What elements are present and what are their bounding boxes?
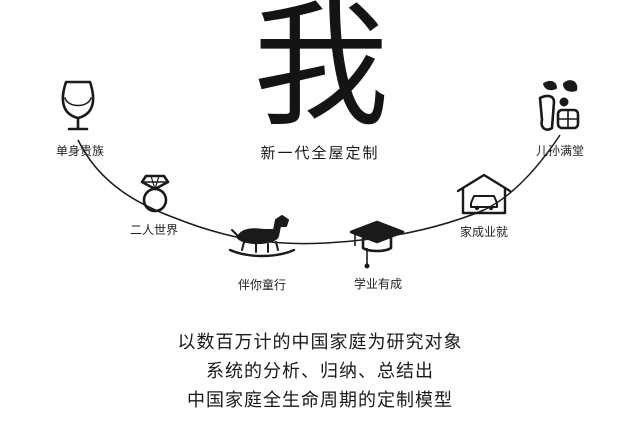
wine-glass-icon [61, 80, 95, 131]
stage-label-grandchildren: 儿孙满堂 [535, 144, 585, 158]
house-car-icon [456, 173, 512, 215]
stage-label-single: 单身贵族 [55, 144, 105, 158]
logo-character: 我 [253, 0, 389, 146]
stage-label-education: 学业有成 [353, 277, 403, 291]
subtitle: 新一代全屋定制 [260, 144, 380, 162]
description-line-1: 以数百万计的中国家庭为研究对象 [177, 332, 463, 353]
description-line-2: 系统的分析、归纳、总结出 [206, 361, 434, 382]
description-line-3: 中国家庭全生命周期的定制模型 [187, 390, 453, 411]
fu-blessing-icon [538, 80, 580, 131]
stage-label-childhood: 伴你童行 [237, 278, 287, 292]
stage-label-career: 家成业就 [459, 225, 509, 239]
diamond-ring-icon [140, 174, 170, 213]
stage-label-couple: 二人世界 [129, 223, 179, 237]
rocking-horse-icon [228, 215, 296, 258]
description-text: 以数百万计的中国家庭为研究对象 系统的分析、归纳、总结出 中国家庭全生命周期的定… [0, 328, 640, 415]
graduation-cap-icon [349, 220, 405, 269]
